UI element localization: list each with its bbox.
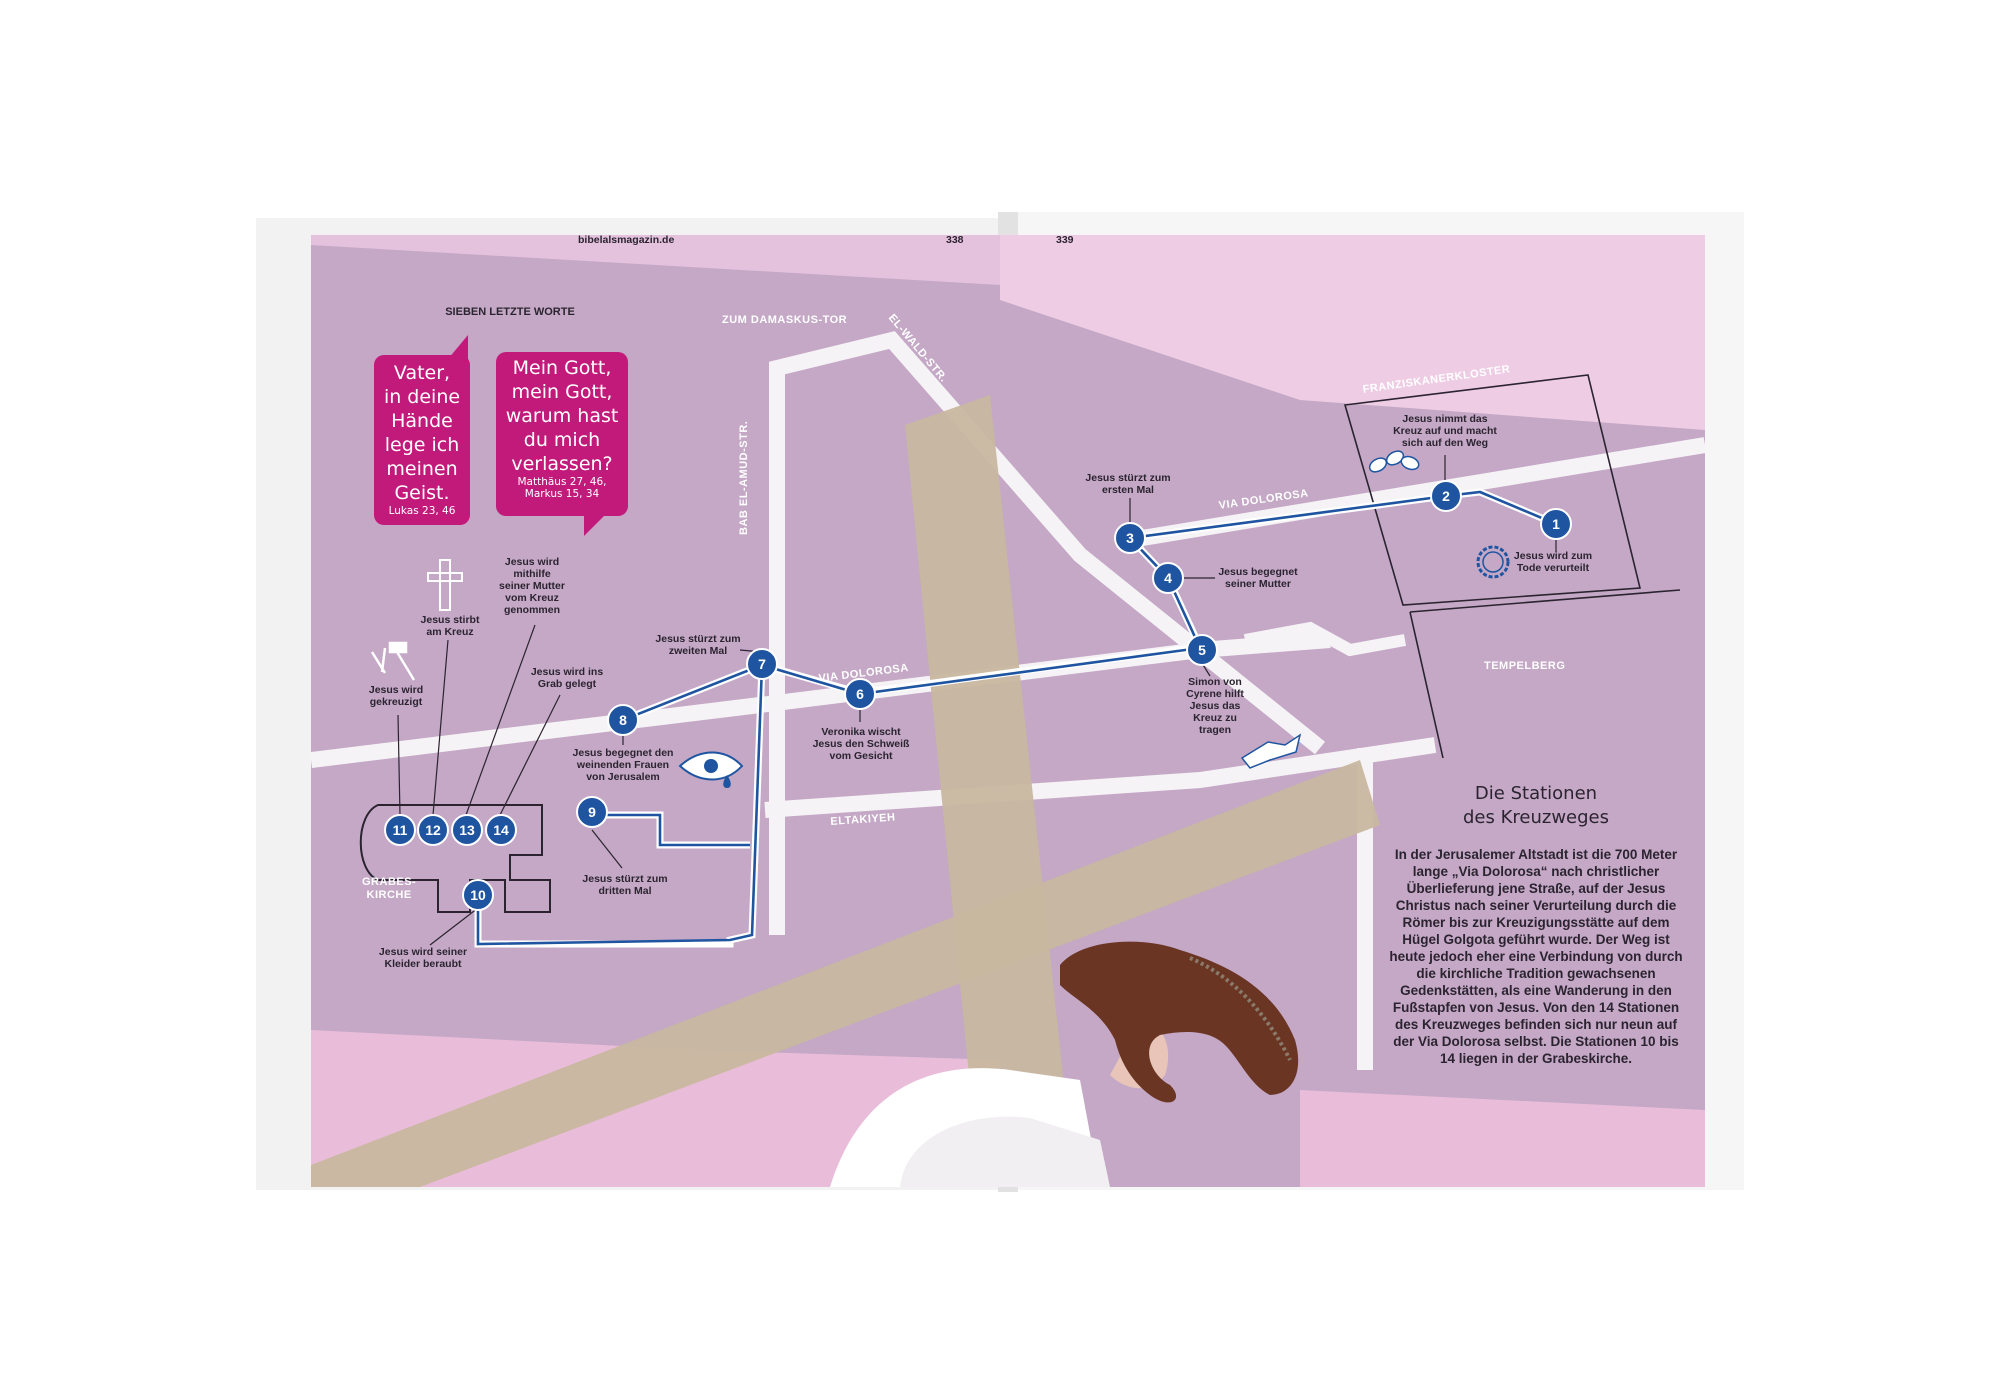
cross-icon [427, 559, 463, 611]
station-caption-8: Jesus begegnet den weinenden Frauen von … [572, 747, 674, 783]
quote-bubble-2-tail [584, 514, 606, 536]
station-marker-10[interactable]: 10 [462, 879, 494, 911]
quote-text-2: Mein Gott, mein Gott, warum hast du mich… [505, 357, 619, 475]
station-marker-3[interactable]: 3 [1114, 522, 1146, 554]
quote-ref-1: Lukas 23, 46 [388, 505, 456, 517]
section-title: SIEBEN LETZTE WORTE [445, 306, 575, 318]
tempelberg-line-top [1409, 589, 1681, 613]
station-caption-1: Jesus wird zum Tode verurteilt [1513, 550, 1593, 574]
street-label-tempelberg: TEMPELBERG [1484, 660, 1566, 672]
hair [1060, 941, 1299, 1103]
cross-vertical-beam [905, 395, 1075, 1187]
eye-tear-icon [678, 751, 744, 788]
station-marker-5[interactable]: 5 [1186, 634, 1218, 666]
station-marker-12[interactable]: 12 [417, 814, 449, 846]
station-caption-10: Jesus wird seiner Kleider beraubt [378, 946, 468, 970]
station-caption-11: Jesus wird gekreuzigt [368, 684, 424, 708]
label-grabeskirche: GRABES- KIRCHE [362, 876, 417, 901]
station-marker-2[interactable]: 2 [1430, 480, 1462, 512]
station-caption-6: Veronika wischt Jesus den Schweiß vom Ge… [812, 726, 910, 762]
quote-bubble-1-tail [448, 335, 468, 359]
crown-of-thorns [1189, 956, 1292, 1061]
info-body: In der Jerusalemer Altstadt ist die 700 … [1389, 847, 1683, 1066]
station-caption-3: Jesus stürzt zum ersten Mal [1085, 472, 1171, 496]
helping-hands-icon [1240, 733, 1302, 769]
street-label-bab-el-amud: BAB EL-AMUD-STR. [738, 420, 750, 535]
hammer-nails-icon [370, 641, 416, 681]
cross-horizontal-beam [311, 760, 1380, 1187]
route-south [476, 664, 764, 946]
station-marker-8[interactable]: 8 [607, 704, 639, 736]
quote-bubble-2: Mein Gott, mein Gott, warum hast du mich… [496, 352, 628, 516]
station-marker-4[interactable]: 4 [1152, 562, 1184, 594]
page-number-right: 339 [1056, 234, 1074, 246]
station-marker-7[interactable]: 7 [746, 648, 778, 680]
station-caption-13: Jesus wird mithilfe seiner Mutter vom Kr… [499, 556, 565, 616]
crown-of-thorns-icon [1476, 545, 1510, 579]
franziskanerkloster-outline [1343, 374, 1642, 606]
station-caption-12: Jesus stirbt am Kreuz [420, 614, 480, 638]
grabeskirche-outline [359, 804, 551, 913]
station-marker-11[interactable]: 11 [384, 814, 416, 846]
caption-leader-lines [397, 455, 1557, 946]
station-caption-4: Jesus begegnet seiner Mutter [1218, 566, 1298, 590]
sandals-icon [1368, 450, 1420, 473]
route-9 [592, 813, 750, 847]
station-marker-14[interactable]: 14 [485, 814, 517, 846]
station-marker-6[interactable]: 6 [844, 678, 876, 710]
station-caption-7: Jesus stürzt zum zweiten Mal [655, 633, 741, 657]
quote-bubble-1: Vater, in deine Hände lege ich meinen Ge… [374, 355, 470, 525]
quote-ref-2: Matthäus 27, 46, Markus 15, 34 [517, 476, 607, 500]
station-caption-2: Jesus nimmt das Kreuz auf und macht sich… [1393, 413, 1497, 449]
pink-band-top-right [1000, 235, 1705, 430]
station-caption-14: Jesus wird ins Grab gelegt [530, 666, 604, 690]
station-marker-9[interactable]: 9 [576, 796, 608, 828]
robe-shadow [900, 1116, 1110, 1187]
tempelberg-line-side [1409, 611, 1444, 759]
station-marker-13[interactable]: 13 [451, 814, 483, 846]
quote-text-1: Vater, in deine Hände lege ich meinen Ge… [383, 362, 461, 504]
page-url: bibelalsmagazin.de [578, 234, 675, 246]
page-number-left: 338 [946, 234, 964, 246]
pink-band-bottom-right [1300, 1090, 1705, 1187]
station-marker-1[interactable]: 1 [1540, 508, 1572, 540]
info-title: Die Stationen des Kreuzweges [1462, 783, 1609, 828]
station-caption-5: Simon von Cyrene hilft Jesus das Kreuz z… [1186, 676, 1244, 736]
station-caption-9: Jesus stürzt zum dritten Mal [582, 873, 668, 897]
street-label-damaskus-tor: ZUM DAMASKUS-TOR [722, 314, 848, 326]
